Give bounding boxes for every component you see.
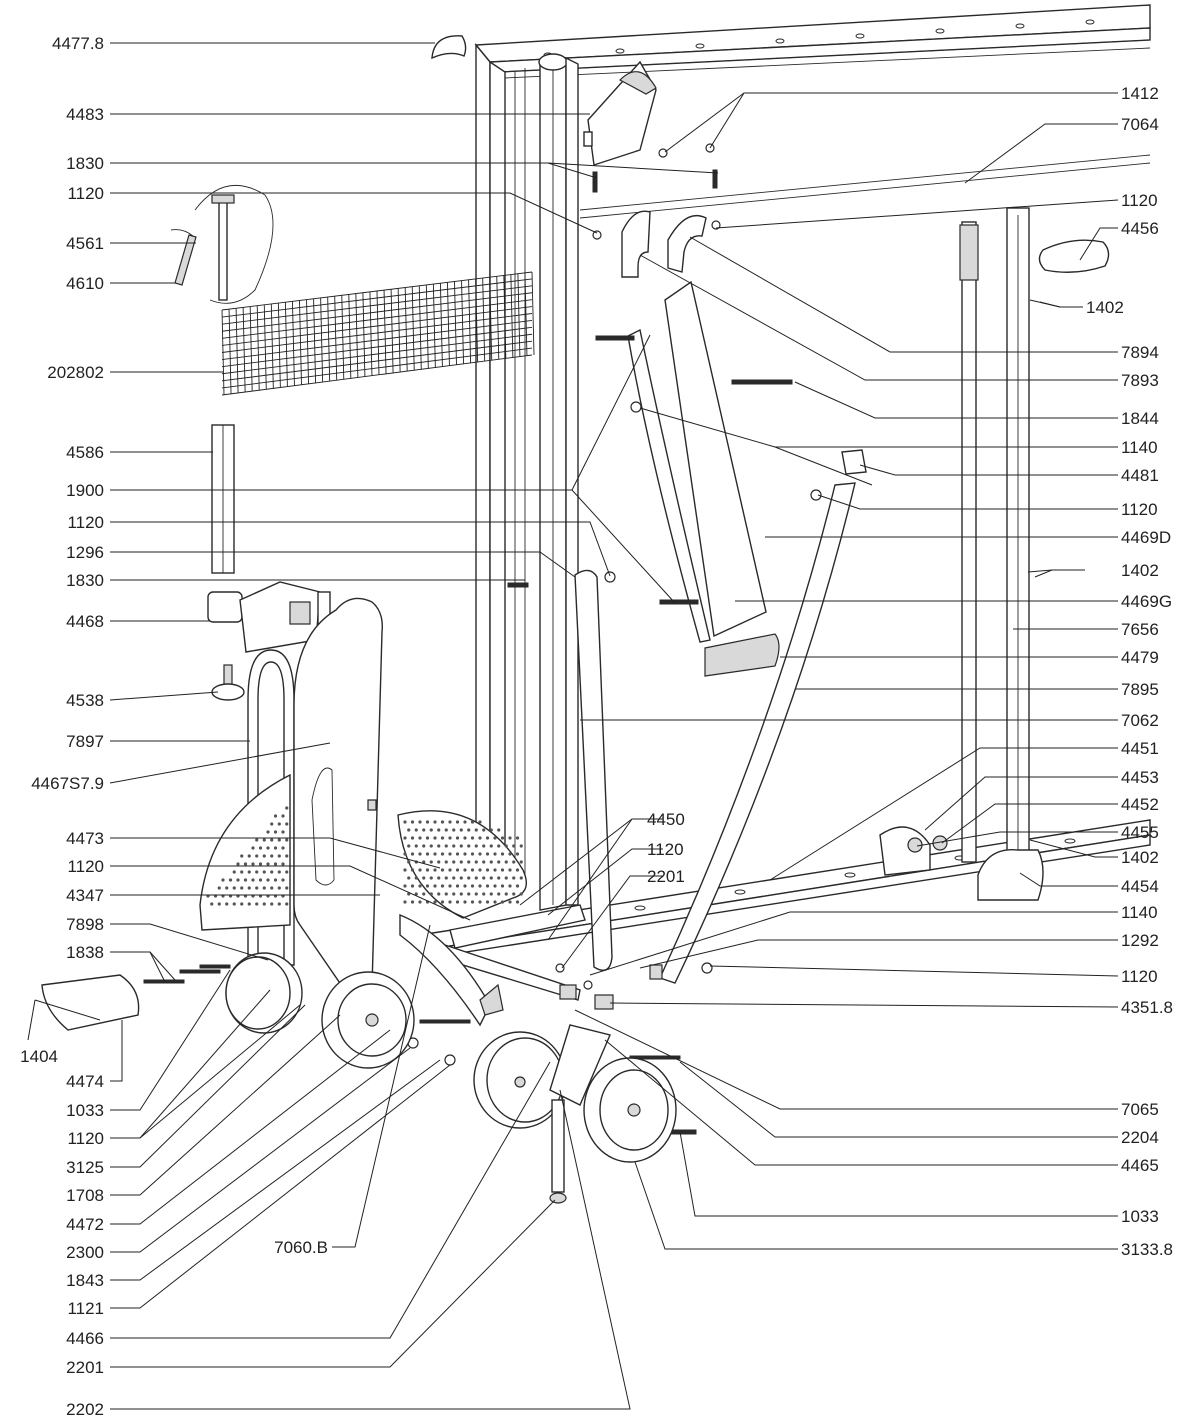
- label-7893: 7893: [1121, 371, 1159, 390]
- label-2204: 2204: [1121, 1128, 1159, 1147]
- label-1120-right-mid: 1120: [1121, 500, 1158, 519]
- label-7656: 7656: [1121, 620, 1159, 639]
- label-4561: 4561: [66, 234, 104, 253]
- label-4586: 4586: [66, 443, 104, 462]
- label-1843: 1843: [66, 1271, 104, 1290]
- label-7895: 7895: [1121, 680, 1159, 699]
- label-4450: 4450: [647, 810, 685, 829]
- label-4347: 4347: [66, 886, 104, 905]
- label-4351-8: 4351.8: [1121, 998, 1173, 1017]
- label-1830-top: 1830: [66, 154, 104, 173]
- label-1838: 1838: [66, 943, 104, 962]
- label-7897: 7897: [66, 732, 104, 751]
- label-7060-B: 7060.B: [274, 1238, 328, 1257]
- table-top-frame: [419, 4, 1151, 959]
- perforated-panel-left: [199, 773, 291, 931]
- label-1121: 1121: [67, 1299, 104, 1318]
- label-2201-center: 2201: [647, 867, 685, 886]
- label-1140-top: 1140: [1121, 438, 1158, 457]
- label-7064: 7064: [1121, 115, 1159, 134]
- label-4456: 4456: [1121, 219, 1159, 238]
- part-labels-center: 4450 1120 2201: [647, 810, 685, 886]
- right-side-parts: [594, 207, 1110, 1010]
- label-1033-right: 1033: [1121, 1207, 1159, 1226]
- label-4466: 4466: [66, 1329, 104, 1348]
- cap-4477-8: [431, 35, 467, 60]
- label-1120-right-top: 1120: [1121, 191, 1158, 210]
- label-4451: 4451: [1121, 739, 1159, 758]
- post-4586: [211, 424, 235, 574]
- net-post: [170, 184, 274, 304]
- label-2201-left: 2201: [66, 1358, 104, 1377]
- lower-frame: [399, 904, 586, 1027]
- legs-4469: [627, 280, 780, 677]
- side-panel-4467S7-9: [293, 597, 383, 999]
- parts-drawing: [41, 4, 1151, 1204]
- label-4483: 4483: [66, 105, 104, 124]
- label-1140-low: 1140: [1121, 903, 1158, 922]
- label-4454: 4454: [1121, 877, 1159, 896]
- label-1033-left: 1033: [66, 1101, 104, 1120]
- label-4474: 4474: [66, 1072, 104, 1091]
- label-1708: 1708: [66, 1186, 104, 1205]
- label-4467S7-9: 4467S7.9: [31, 774, 104, 793]
- label-4472: 4472: [66, 1215, 104, 1234]
- label-4465: 4465: [1121, 1156, 1159, 1175]
- leg-7062: [574, 569, 613, 971]
- label-1120-low: 1120: [67, 857, 104, 876]
- label-2202: 2202: [66, 1400, 104, 1419]
- label-4473: 4473: [66, 829, 104, 848]
- label-1900: 1900: [66, 481, 104, 500]
- label-1120-top: 1120: [67, 184, 104, 203]
- label-1830-mid: 1830: [66, 571, 104, 590]
- brace-7895: [659, 482, 856, 984]
- label-1844: 1844: [1121, 409, 1159, 428]
- label-1402-top: 1402: [1086, 298, 1124, 317]
- label-1120-right-low: 1120: [1121, 967, 1158, 986]
- label-4479: 4479: [1121, 648, 1159, 667]
- corner-cap-4483: [583, 60, 657, 166]
- label-4469D: 4469D: [1121, 528, 1171, 547]
- label-3133-8: 3133.8: [1121, 1240, 1173, 1259]
- label-1404: 1404: [20, 1047, 58, 1066]
- label-4469G: 4469G: [1121, 592, 1172, 611]
- label-7062: 7062: [1121, 711, 1159, 730]
- net-202802: [221, 271, 535, 396]
- part-labels-left: 4477.8 4483 1830 1120 4561 4610 202802 4…: [20, 34, 328, 1419]
- label-4477-8: 4477.8: [52, 34, 104, 53]
- label-4538: 4538: [66, 691, 104, 710]
- end-cap-4474: [41, 974, 140, 1031]
- label-1292: 1292: [1121, 931, 1159, 950]
- part-labels-right: 1412 7064 1120 4456 1402 7894 7893 1844 …: [1086, 84, 1173, 1259]
- clamp-4468: [207, 581, 331, 653]
- label-4455: 4455: [1121, 823, 1159, 842]
- label-1402-mid: 1402: [1121, 561, 1159, 580]
- label-4481: 4481: [1121, 466, 1159, 485]
- perforated-panel-4473: [397, 810, 527, 919]
- label-2300: 2300: [66, 1243, 104, 1262]
- label-4452: 4452: [1121, 795, 1159, 814]
- label-1120-bottom: 1120: [67, 1129, 104, 1148]
- label-4453: 4453: [1121, 768, 1159, 787]
- wheels: [225, 952, 677, 1204]
- label-7894: 7894: [1121, 343, 1159, 362]
- label-1296: 1296: [66, 543, 104, 562]
- label-3125: 3125: [66, 1158, 104, 1177]
- leader-lines: [27, 42, 1119, 1410]
- bent-tubes-7893-7894: [621, 210, 707, 278]
- label-202802: 202802: [47, 363, 104, 382]
- label-7898: 7898: [66, 915, 104, 934]
- label-1120-mid: 1120: [67, 513, 104, 532]
- label-1402-low: 1402: [1121, 848, 1159, 867]
- label-1412: 1412: [1121, 84, 1159, 103]
- label-4468: 4468: [66, 612, 104, 631]
- label-1120-center: 1120: [647, 840, 684, 859]
- label-7065: 7065: [1121, 1100, 1159, 1119]
- knob-4538: [211, 664, 245, 701]
- label-4610: 4610: [66, 274, 104, 293]
